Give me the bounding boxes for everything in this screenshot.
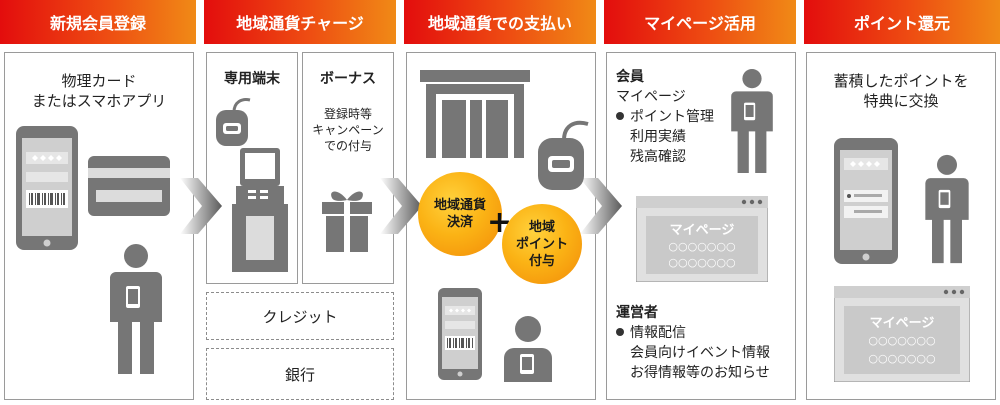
operator-title: 運営者 xyxy=(616,305,658,321)
mypage-screen-icon xyxy=(636,196,768,282)
points-screen-row-2: ○○○○○○○ xyxy=(868,352,936,365)
smartphone-icon xyxy=(16,126,78,250)
card-reader-icon xyxy=(538,120,589,190)
bonus-line-3: での付与 xyxy=(323,139,372,153)
arrow-right-icon xyxy=(580,178,622,234)
mypage-screen-row-1: ○○○○○○○ xyxy=(668,240,736,253)
coin-local-currency: 地域通貨決済 xyxy=(418,172,502,256)
member-title: 会員 xyxy=(616,69,644,85)
points-text-1: 蓄積したポイントを xyxy=(833,72,969,90)
person-icon xyxy=(504,316,552,382)
store-icon xyxy=(420,70,530,158)
coin-local-points: 地域ポイント付与 xyxy=(502,204,582,284)
card-icon xyxy=(88,156,170,216)
bonus-line-1: 登録時等 xyxy=(323,107,372,121)
bonus-line-2: キャンペーン xyxy=(312,123,384,137)
mypage-screen-title: マイページ xyxy=(669,223,735,238)
member-subtitle: マイページ xyxy=(616,89,686,105)
terminal-title: 専用端末 xyxy=(224,71,280,87)
gift-icon xyxy=(322,191,372,252)
points-screen-row-1: ○○○○○○○ xyxy=(868,334,936,347)
points-text-2: 特典に交換 xyxy=(863,92,939,110)
arrow-right-icon xyxy=(180,178,222,234)
credit-box: クレジット xyxy=(206,292,394,340)
bonus-title: ボーナス xyxy=(320,71,376,87)
operator-item-2: お得情報等のお知らせ xyxy=(630,365,770,381)
member-item-1: 利用実績 xyxy=(630,129,686,145)
panel-bonus xyxy=(302,52,394,284)
card-reader-icon xyxy=(216,98,251,146)
kiosk-icon xyxy=(232,148,288,272)
operator-item-1: 会員向けイベント情報 xyxy=(630,345,770,361)
operator-bullet: 情報配信 xyxy=(616,324,686,343)
person-icon xyxy=(110,244,162,374)
header-register: 新規会員登録 xyxy=(0,0,196,44)
mypage-screen-icon xyxy=(834,286,970,382)
bank-box: 銀行 xyxy=(206,348,394,400)
mypage-screen-row-2: ○○○○○○○ xyxy=(668,256,736,269)
header-charge: 地域通貨チャージ xyxy=(204,0,396,44)
smartphone-icon xyxy=(438,288,482,380)
register-text-2: またはスマホアプリ xyxy=(31,92,167,110)
member-item-2: 残高確認 xyxy=(630,149,686,165)
header-mypage: マイページ活用 xyxy=(604,0,796,44)
smartphone-icon xyxy=(834,138,898,264)
arrow-right-icon xyxy=(380,178,422,234)
register-text-1: 物理カード xyxy=(61,72,137,90)
member-bullet: ポイント管理 xyxy=(616,108,714,127)
person-icon xyxy=(925,154,969,264)
person-icon xyxy=(731,69,773,173)
header-points: ポイント還元 xyxy=(804,0,1000,44)
header-payment: 地域通貨での支払い xyxy=(404,0,596,44)
points-screen-title: マイページ xyxy=(869,316,935,331)
